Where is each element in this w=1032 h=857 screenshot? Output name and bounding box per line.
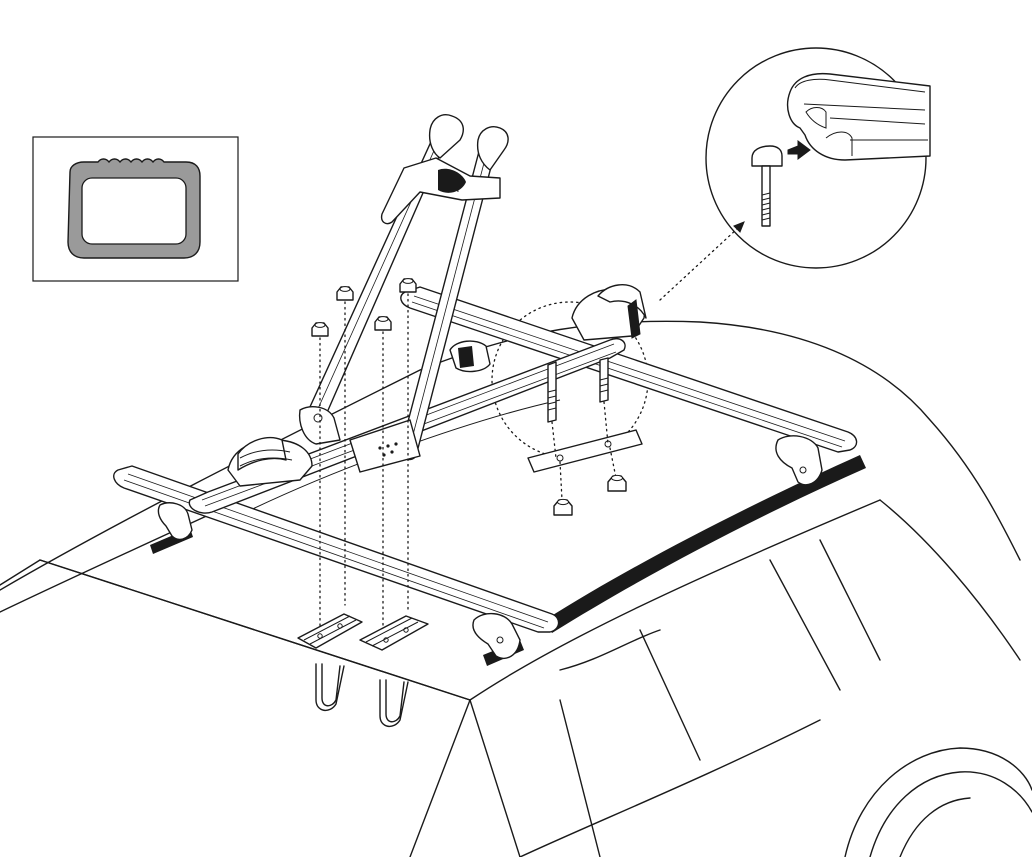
- bracket-clamp: [297, 613, 429, 651]
- inset-profile-box: [32, 136, 239, 282]
- bracket-clamp: [449, 340, 491, 373]
- crossbar-rear: [400, 286, 858, 486]
- u-bolt: [315, 663, 409, 727]
- detail-circle: [705, 47, 931, 269]
- knob-nut: [311, 278, 627, 516]
- car-outline: [0, 320, 1032, 857]
- guide-lines: [319, 293, 409, 651]
- arrow-head-icon: [733, 221, 745, 233]
- arrow-right-icon: [787, 140, 811, 160]
- wheel-holder-arm: [298, 114, 509, 473]
- mounting-plate: [527, 357, 643, 501]
- profile-inner: [81, 177, 187, 245]
